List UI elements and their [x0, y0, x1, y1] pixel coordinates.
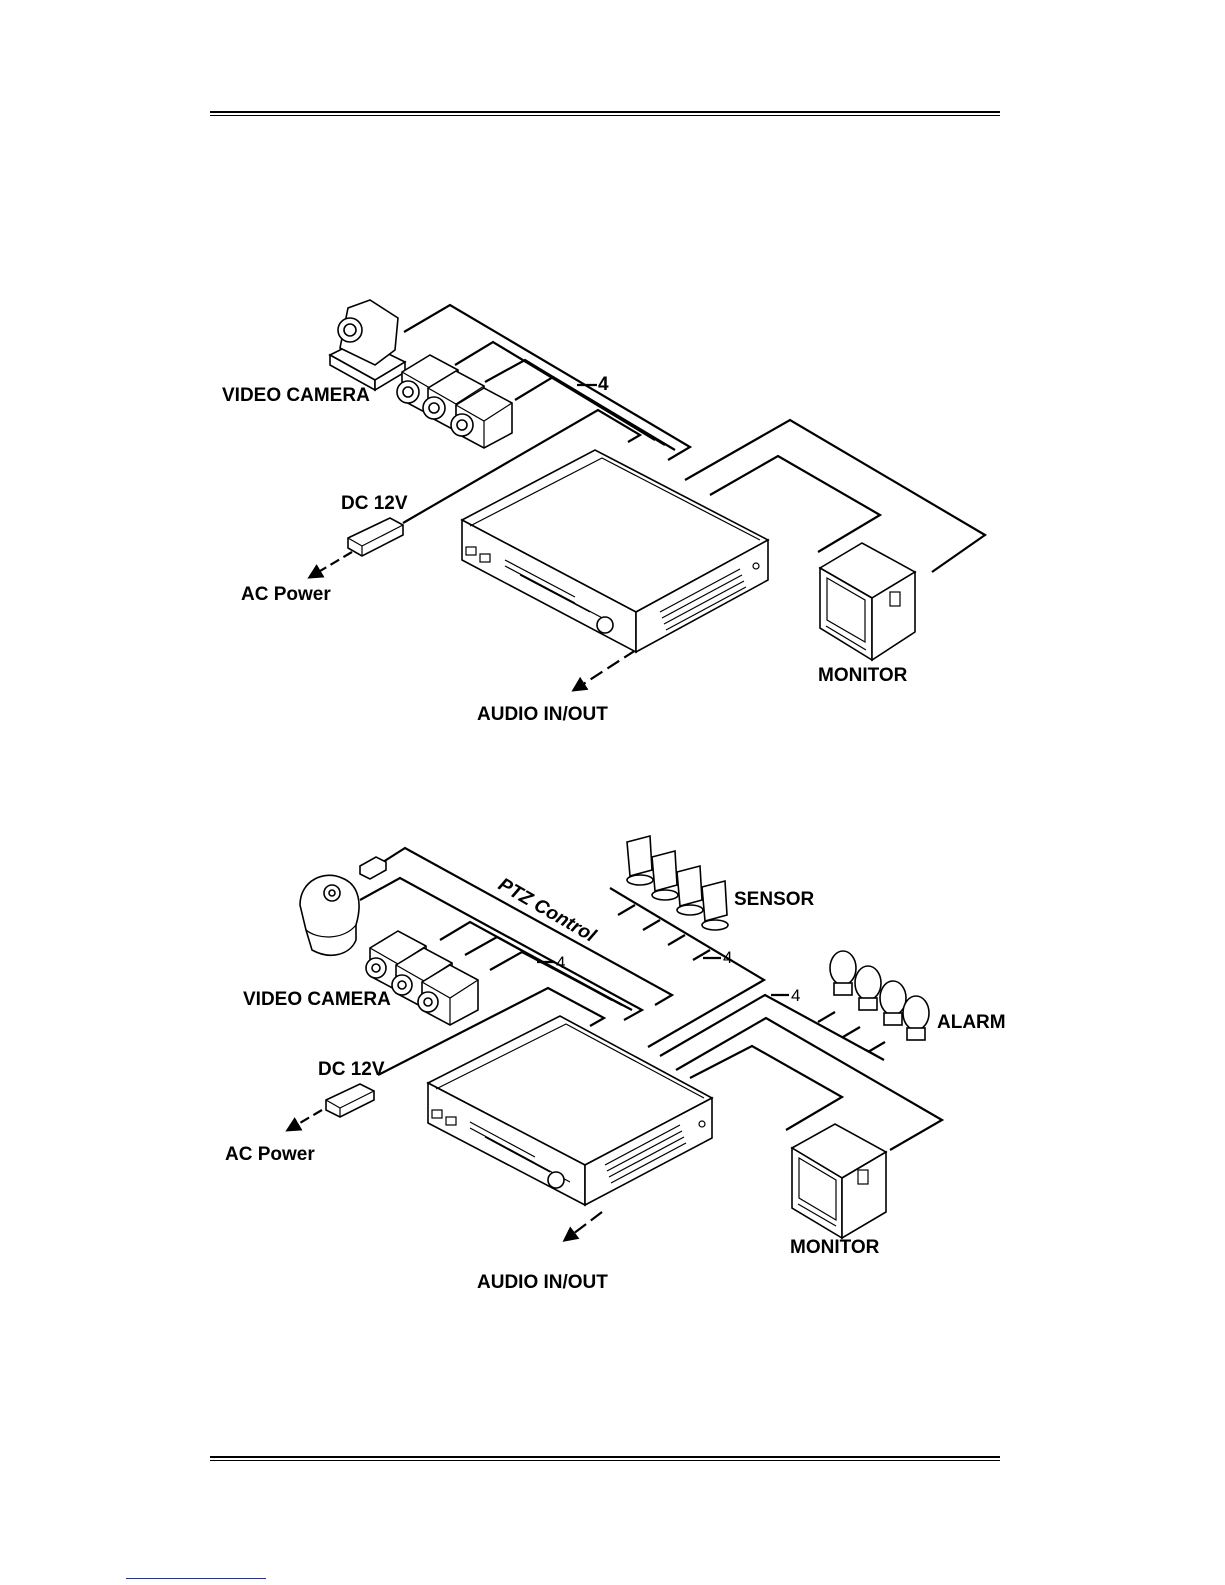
alarm-label: ALARM [937, 1012, 1006, 1033]
ac-power-label: AC Power [225, 1144, 315, 1165]
sensor-icon [677, 866, 703, 915]
monitor-icon [792, 1124, 886, 1238]
sensor-icon [627, 836, 653, 885]
alarm-icon [855, 966, 881, 1010]
video-camera-label: VIDEO CAMERA [243, 989, 391, 1010]
ptz-control-label: PTZ Control [495, 874, 600, 947]
monitor-label: MONITOR [790, 1237, 880, 1258]
alarm-icon [903, 996, 929, 1040]
monitor-icon [820, 543, 915, 660]
diagram-top: VIDEO CAMERA 4 DC 12V AC Power MONITOR A… [222, 300, 985, 725]
alarm-count-label: 4 [791, 986, 800, 1005]
alarm-icon [880, 981, 906, 1025]
dvr-unit-icon [462, 450, 768, 652]
audio-label: AUDIO IN/OUT [477, 704, 608, 725]
sensor-icon [652, 851, 678, 900]
dc12v-label: DC 12V [341, 493, 408, 514]
ptz-connector-icon [360, 857, 386, 879]
ptz-camera-icon [330, 300, 405, 390]
audio-label: AUDIO IN/OUT [477, 1272, 608, 1293]
video-camera-label: VIDEO CAMERA [222, 385, 370, 406]
dome-camera-icon [300, 875, 359, 955]
sensor-count-label: 4 [723, 948, 732, 967]
sensor-label: SENSOR [734, 889, 815, 910]
camera-count-label: 4 [556, 953, 565, 972]
camera-count-label: 4 [598, 374, 609, 395]
diagram-bottom: VIDEO CAMERA 4 DC 12V AC Power MONITOR A… [225, 836, 1006, 1293]
sensor-icon [702, 881, 728, 930]
alarm-icon [830, 951, 856, 995]
monitor-label: MONITOR [818, 665, 908, 686]
dc-adapter-icon [348, 518, 403, 556]
dc12v-label: DC 12V [318, 1059, 385, 1080]
ac-power-label: AC Power [241, 584, 331, 605]
dc-adapter-icon [326, 1084, 374, 1117]
dvr-unit-icon [428, 1016, 712, 1205]
